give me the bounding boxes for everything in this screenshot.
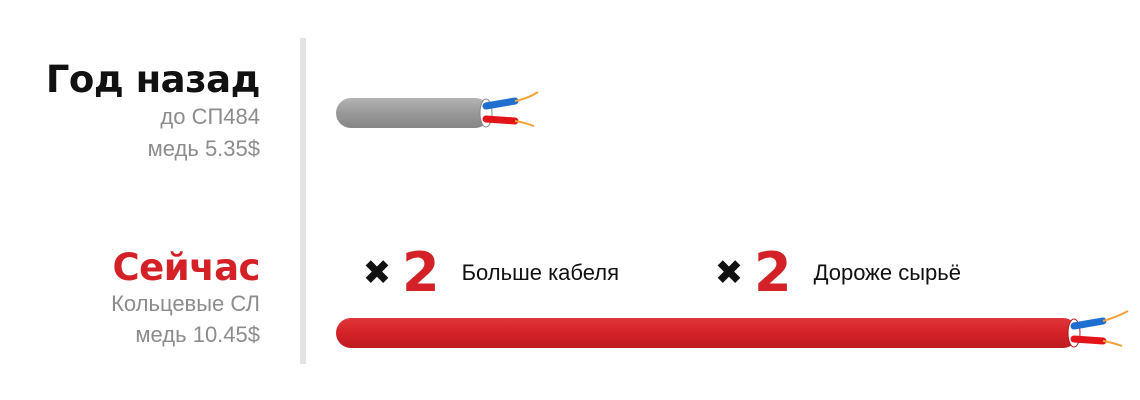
- times-icon: ✖: [714, 253, 744, 293]
- before-copper-price: медь 5.35$: [147, 136, 260, 161]
- multiplier-costlier-material: ✖ 2 Дороже сырьё: [712, 246, 961, 300]
- vertical-divider: [300, 38, 306, 364]
- multiplier-factor: 2: [754, 241, 792, 304]
- long-cable-icon: [336, 310, 1129, 348]
- now-copper-price: медь 10.45$: [135, 322, 260, 347]
- before-standard: до СП484: [160, 104, 260, 129]
- multiplier-more-cable: ✖ 2 Больше кабеля: [360, 246, 619, 300]
- times-icon: ✖: [362, 253, 392, 293]
- short-cable-icon: [336, 91, 539, 128]
- before-title: Год назад: [45, 58, 261, 101]
- now-title: Сейчас: [112, 246, 261, 289]
- multiplier-label: Больше кабеля: [461, 260, 620, 285]
- now-topology: Кольцевые СЛ: [111, 291, 260, 316]
- multiplier-label: Дороже сырьё: [813, 260, 961, 285]
- multiplier-factor: 2: [402, 241, 440, 304]
